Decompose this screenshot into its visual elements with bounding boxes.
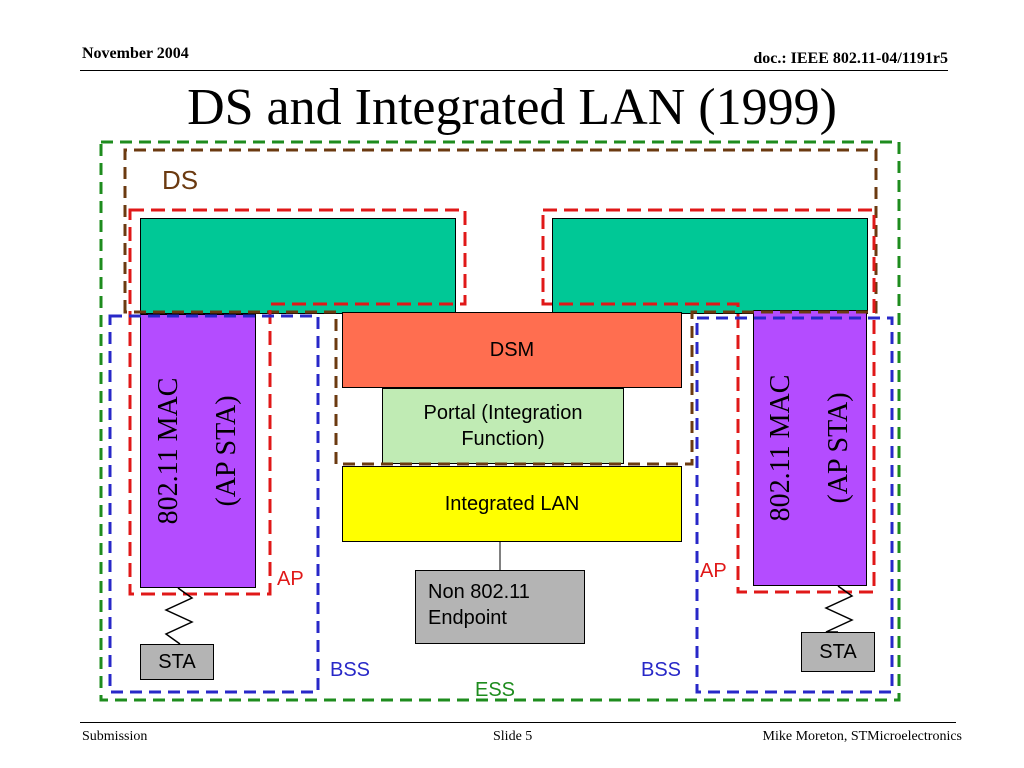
footer-submission: Submission xyxy=(82,729,148,744)
header-doc-id: doc.: IEEE 802.11-04/1191r5 xyxy=(753,50,948,67)
ap-label-left: AP xyxy=(277,568,304,590)
mac-box-left: 802.11 MAC(AP STA) xyxy=(140,314,256,588)
teal-block-right xyxy=(552,218,868,314)
sta-box-right: STA xyxy=(801,632,875,672)
bss-label-left: BSS xyxy=(330,659,371,681)
sta-box-left: STA xyxy=(140,644,214,680)
portal-box: Portal (Integration Function) xyxy=(382,388,624,464)
ds-label: DS xyxy=(162,165,199,195)
wireless-link-right xyxy=(824,585,854,633)
wireless-link-left xyxy=(164,587,194,645)
integrated-lan-box: Integrated LAN xyxy=(342,466,682,542)
endpoint-box: Non 802.11 Endpoint xyxy=(415,570,585,644)
ap-label-right: AP xyxy=(700,560,727,582)
header-rule xyxy=(80,70,948,71)
footer-author: Mike Moreton, STMicroelectronics xyxy=(762,729,962,744)
ess-label: ESS xyxy=(475,679,516,701)
mac-box-right: 802.11 MAC(AP STA) xyxy=(753,310,867,586)
dsm-box: DSM xyxy=(342,312,682,388)
slide-title: DS and Integrated LAN (1999) xyxy=(187,79,837,136)
header-date: November 2004 xyxy=(82,45,189,62)
bss-label-right: BSS xyxy=(641,659,682,681)
footer-slide-number: Slide 5 xyxy=(493,729,533,744)
footer-rule xyxy=(80,722,956,723)
teal-block-left xyxy=(140,218,456,314)
